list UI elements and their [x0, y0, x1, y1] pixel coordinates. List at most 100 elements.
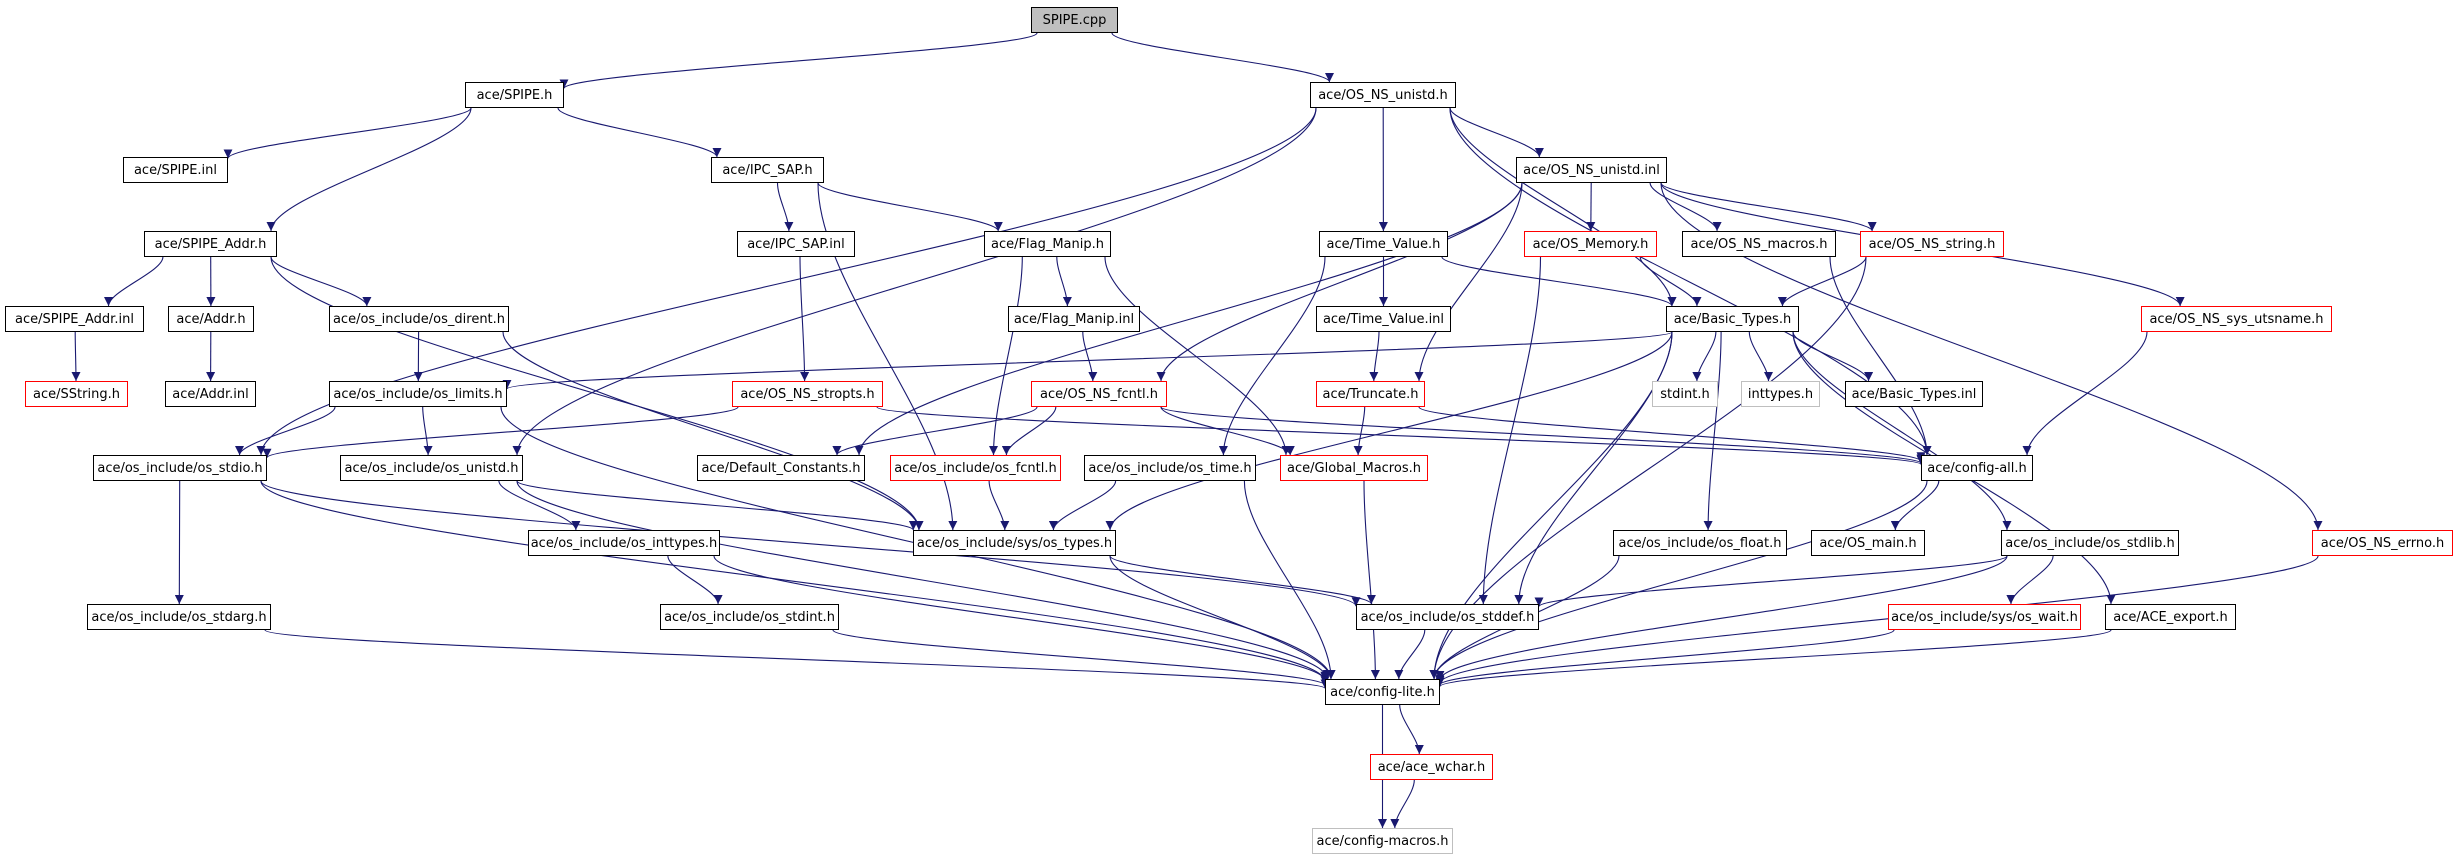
node-default-constants-h[interactable]: ace/Default_Constants.h — [697, 455, 865, 481]
node-ace-export-h[interactable]: ace/ACE_export.h — [2105, 604, 2236, 630]
edge-os-stdio-h-to-config-lite-h — [260, 480, 1330, 682]
node-basic-types-h[interactable]: ace/Basic_Types.h — [1666, 306, 1799, 332]
node-inttypes-h[interactable]: inttypes.h — [1741, 381, 1820, 407]
edge-basic-types-h-to-os-types-h — [1105, 331, 1673, 531]
node-os-ns-macros-h[interactable]: ace/OS_NS_macros.h — [1682, 231, 1836, 257]
edge-os-limits-h-to-os-unistd-h — [422, 406, 433, 456]
node-stdint-h[interactable]: stdint.h — [1652, 381, 1718, 407]
edge-os-time-h-to-config-lite-h — [1243, 480, 1336, 680]
edge-os-ns-unistd-inl-to-os-ns-macros-h — [1649, 182, 1722, 232]
node-os-stdlib-h[interactable]: ace/os_include/os_stdlib.h — [2001, 530, 2179, 556]
edge-os-stddef-h-to-config-lite-h — [1394, 629, 1426, 680]
edge-config-all-h-to-config-lite-h — [1429, 480, 1928, 680]
node-sstring-h[interactable]: ace/SString.h — [25, 381, 128, 407]
edge-spipe-cpp-to-spipe-h — [559, 32, 1038, 89]
node-ipc-sap-h[interactable]: ace/IPC_SAP.h — [711, 157, 824, 183]
node-spipe-cpp[interactable]: SPIPE.cpp — [1031, 7, 1118, 33]
node-os-ns-fcntl-h[interactable]: ace/OS_NS_fcntl.h — [1031, 381, 1167, 407]
edge-spipe-addr-h-to-os-dirent-h — [270, 256, 372, 307]
node-os-time-h[interactable]: ace/os_include/os_time.h — [1084, 455, 1256, 481]
edge-basic-types-h-to-os-limits-h — [503, 331, 1673, 390]
edge-os-ns-unistd-h-to-config-all-h — [1449, 107, 1932, 456]
node-os-float-h[interactable]: ace/os_include/os_float.h — [1613, 530, 1787, 556]
edge-truncate-h-to-global-macros-h — [1353, 406, 1366, 456]
edge-os-unistd-h-to-os-types-h — [516, 480, 918, 531]
edge-os-ns-fcntl-h-to-global-macros-h — [1160, 406, 1295, 456]
edge-os-ns-fcntl-h-to-default-constants-h — [832, 406, 1038, 456]
node-basic-types-inl[interactable]: ace/Basic_Types.inl — [1845, 381, 1983, 407]
edge-os-fcntl-h-to-os-types-h — [988, 480, 1010, 531]
node-os-types-h[interactable]: ace/os_include/sys/os_types.h — [913, 530, 1116, 556]
edge-ace-wchar-h-to-config-macros-h — [1390, 779, 1415, 829]
node-spipe-addr-h[interactable]: ace/SPIPE_Addr.h — [144, 231, 277, 257]
node-os-ns-errno-h[interactable]: ace/OS_NS_errno.h — [2312, 530, 2453, 556]
edge-os-ns-unistd-inl-to-os-ns-fcntl-h — [1156, 182, 1523, 382]
node-os-ns-unistd-h[interactable]: ace/OS_NS_unistd.h — [1310, 82, 1456, 108]
node-config-macros-h[interactable]: ace/config-macros.h — [1312, 828, 1453, 854]
edge-ipc-sap-h-to-ipc-sap-inl — [776, 182, 794, 232]
node-addr-inl[interactable]: ace/Addr.inl — [165, 381, 256, 407]
node-truncate-h[interactable]: ace/Truncate.h — [1316, 381, 1425, 407]
edge-os-ns-errno-h-to-config-lite-h — [1435, 555, 2319, 684]
edge-os-ns-unistd-h-to-os-stdio-h — [256, 107, 1317, 456]
node-os-ns-unistd-inl[interactable]: ace/OS_NS_unistd.inl — [1516, 157, 1667, 183]
node-config-lite-h[interactable]: ace/config-lite.h — [1325, 679, 1440, 705]
node-os-wait-h[interactable]: ace/os_include/sys/os_wait.h — [1888, 604, 2081, 630]
node-ace-wchar-h[interactable]: ace/ace_wchar.h — [1370, 754, 1493, 780]
edge-time-value-inl-to-truncate-h — [1369, 331, 1380, 382]
edge-os-limits-h-to-os-stdio-h — [235, 406, 336, 456]
edge-flag-manip-h-to-flag-manip-inl — [1056, 256, 1072, 307]
edge-os-ns-unistd-h-to-os-ns-unistd-inl — [1449, 107, 1544, 158]
node-os-ns-stropts-h[interactable]: ace/OS_NS_stropts.h — [732, 381, 883, 407]
edge-os-wait-h-to-config-lite-h — [1435, 629, 1895, 686]
node-flag-manip-inl[interactable]: ace/Flag_Manip.inl — [1008, 306, 1140, 332]
edge-basic-types-h-to-basic-types-inl — [1792, 331, 1874, 382]
node-spipe-h[interactable]: ace/SPIPE.h — [465, 82, 564, 108]
edge-basic-types-h-to-os-float-h — [1703, 331, 1722, 531]
node-os-stdarg-h[interactable]: ace/os_include/os_stdarg.h — [87, 604, 271, 630]
node-os-ns-sys-utsname-h[interactable]: ace/OS_NS_sys_utsname.h — [2141, 306, 2332, 332]
node-os-stddef-h[interactable]: ace/os_include/os_stddef.h — [1356, 604, 1539, 630]
edge-basic-types-h-to-config-lite-h — [1429, 331, 1673, 680]
node-time-value-inl[interactable]: ace/Time_Value.inl — [1316, 306, 1451, 332]
edge-basic-types-h-to-stdint-h — [1692, 331, 1717, 382]
node-spipe-inl[interactable]: ace/SPIPE.inl — [123, 157, 228, 183]
edge-os-ns-unistd-inl-to-truncate-h — [1414, 182, 1523, 382]
edge-os-ns-stropts-h-to-os-stdio-h — [262, 406, 739, 459]
edge-os-stdlib-h-to-config-lite-h — [1435, 555, 2008, 681]
edge-basic-types-h-to-inttypes-h — [1748, 331, 1773, 382]
edge-os-stdint-h-to-config-lite-h — [832, 629, 1330, 686]
node-os-unistd-h[interactable]: ace/os_include/os_unistd.h — [340, 455, 523, 481]
edge-os-ns-stropts-h-to-config-all-h — [876, 406, 1925, 465]
node-os-memory-h[interactable]: ace/OS_Memory.h — [1524, 231, 1657, 257]
edge-global-macros-h-to-config-lite-h — [1363, 480, 1380, 680]
edge-os-types-h-to-os-stddef-h — [1109, 555, 1376, 605]
node-os-stdint-h[interactable]: ace/os_include/os_stdint.h — [660, 604, 839, 630]
node-os-inttypes-h[interactable]: ace/os_include/os_inttypes.h — [528, 530, 720, 556]
edge-ipc-sap-h-to-flag-manip-h — [817, 182, 1003, 232]
node-os-dirent-h[interactable]: ace/os_include/os_dirent.h — [329, 306, 509, 332]
edge-ipc-sap-inl-to-os-ns-stropts-h — [799, 256, 810, 382]
node-ipc-sap-inl[interactable]: ace/IPC_SAP.inl — [737, 231, 855, 257]
node-os-limits-h[interactable]: ace/os_include/os_limits.h — [329, 381, 507, 407]
node-os-main-h[interactable]: ace/OS_main.h — [1811, 530, 1925, 556]
edge-os-inttypes-h-to-os-stdint-h — [667, 555, 723, 605]
edge-os-ns-fcntl-h-to-os-fcntl-h — [1001, 406, 1057, 456]
node-os-fcntl-h[interactable]: ace/os_include/os_fcntl.h — [890, 455, 1061, 481]
node-os-ns-string-h[interactable]: ace/OS_NS_string.h — [1860, 231, 2004, 257]
edge-spipe-addr-inl-to-sstring-h — [71, 331, 81, 382]
edge-os-memory-h-to-basic-types-h — [1639, 256, 1702, 307]
node-global-macros-h[interactable]: ace/Global_Macros.h — [1280, 455, 1428, 481]
node-config-all-h[interactable]: ace/config-all.h — [1921, 455, 2033, 481]
node-os-stdio-h[interactable]: ace/os_include/os_stdio.h — [93, 455, 267, 481]
edge-os-types-h-to-config-lite-h — [1109, 555, 1336, 680]
node-flag-manip-h[interactable]: ace/Flag_Manip.h — [984, 231, 1111, 257]
edge-os-ns-fcntl-h-to-config-all-h — [1160, 406, 1926, 464]
node-time-value-h[interactable]: ace/Time_Value.h — [1319, 231, 1448, 257]
edge-os-ns-unistd-inl-to-os-ns-errno-h — [1660, 182, 2323, 531]
node-addr-h[interactable]: ace/Addr.h — [168, 306, 254, 332]
node-spipe-addr-inl[interactable]: ace/SPIPE_Addr.inl — [5, 306, 144, 332]
edge-os-ns-unistd-h-to-basic-types-h — [1449, 107, 1677, 307]
edge-ipc-sap-h-to-os-types-h — [817, 182, 958, 531]
